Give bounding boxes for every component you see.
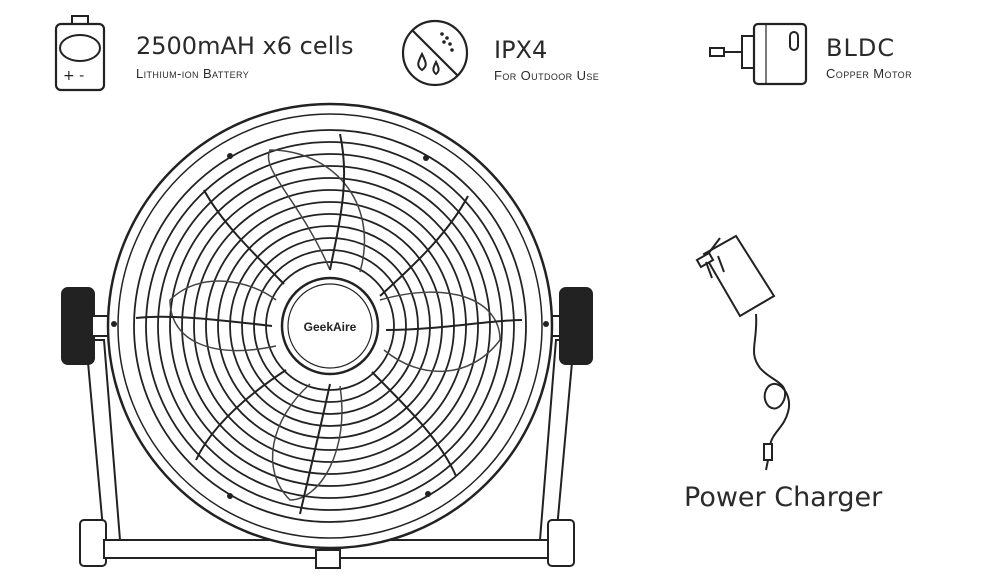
svg-text:+ -: + - <box>63 68 84 84</box>
charger-adapter <box>695 234 776 318</box>
charger-cable <box>752 313 791 447</box>
fan-stand <box>79 339 576 569</box>
fan-spokes <box>135 133 523 515</box>
motor-subtitle: Copper Motor <box>826 66 912 81</box>
no-water-icon <box>401 19 469 87</box>
motor-icon <box>709 22 808 86</box>
fan-logo: GeekAire <box>304 320 357 334</box>
charger-label: Power Charger <box>684 482 883 513</box>
fan-hub <box>280 276 380 376</box>
battery-title: 2500mAH x6 cells <box>136 32 354 60</box>
fan-knob-left <box>61 287 109 365</box>
battery-icon: + - <box>54 15 106 92</box>
charger-illustration <box>695 234 791 471</box>
battery-subtitle: Lithium-ion Battery <box>136 66 250 81</box>
ipx4-subtitle: For Outdoor Use <box>494 68 600 83</box>
motor-title: BLDC <box>826 34 896 62</box>
charger-plug <box>763 443 773 461</box>
fan-guard <box>133 129 527 523</box>
ipx4-title: IPX4 <box>494 36 548 64</box>
fan-blades <box>169 149 501 501</box>
fan-screws <box>111 153 549 499</box>
